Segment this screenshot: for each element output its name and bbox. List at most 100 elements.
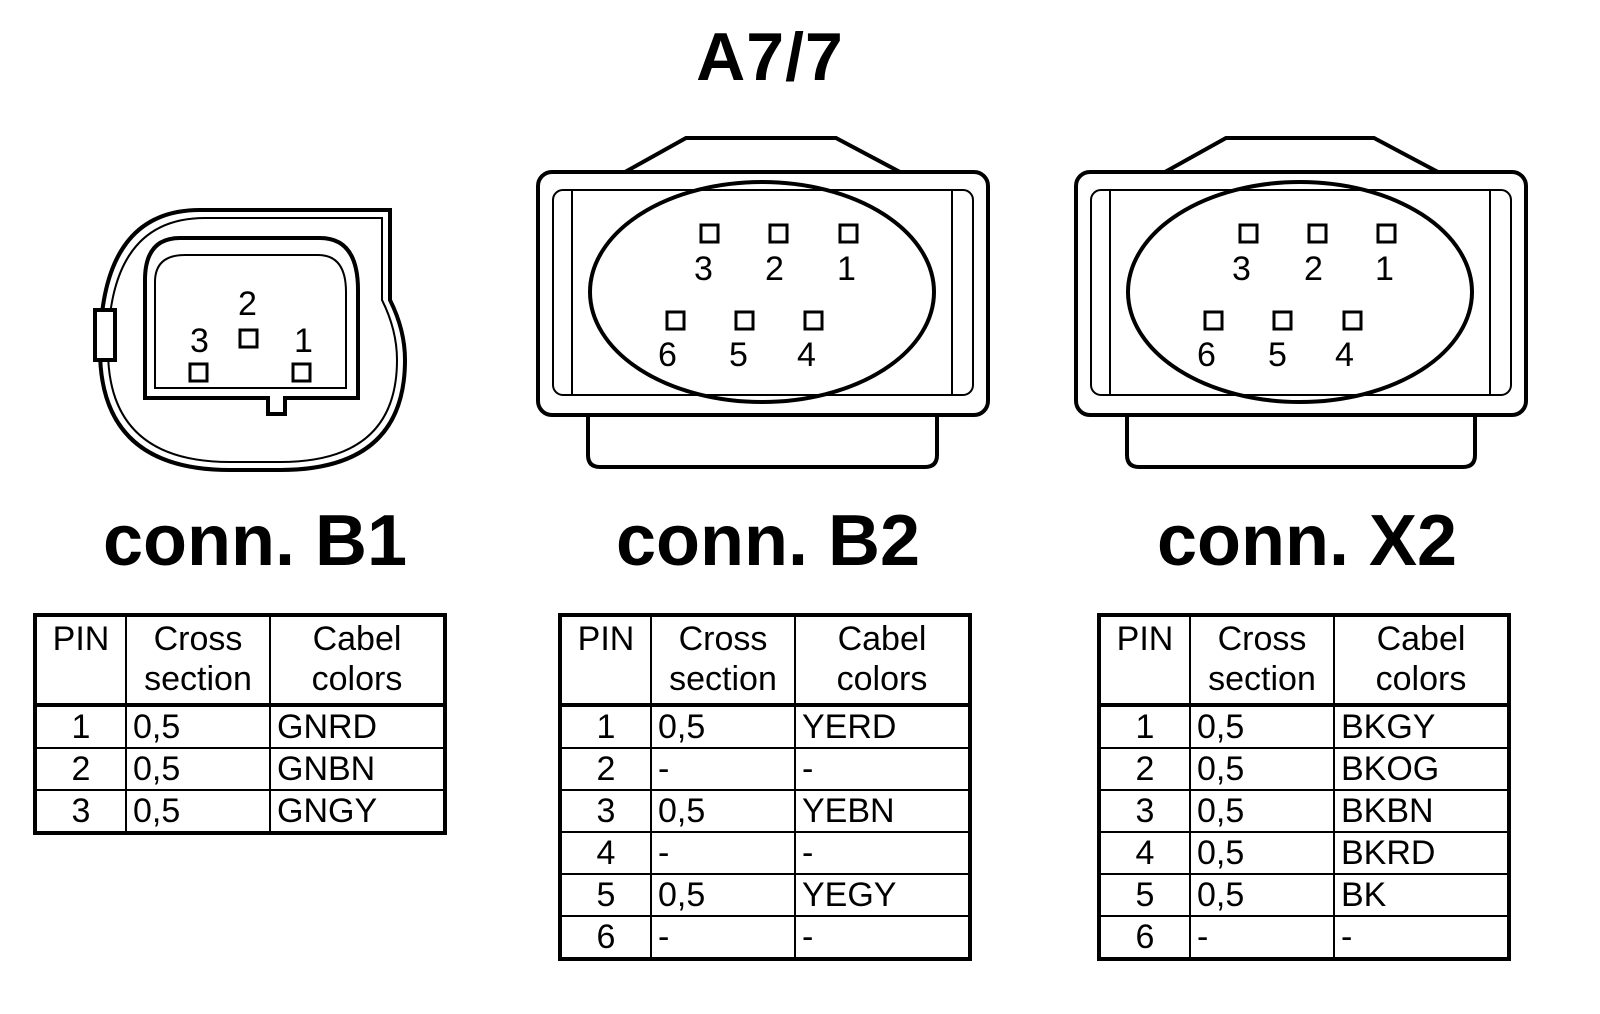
cable-color-cell: YEGY xyxy=(794,873,971,917)
cross-section-cell: 0,5 xyxy=(650,789,796,833)
cross-section-cell: 0,5 xyxy=(125,747,271,791)
diagram-title: A7/7 xyxy=(696,19,844,95)
header-pin: PIN xyxy=(559,614,652,706)
cable-color-cell: GNRD xyxy=(269,704,446,749)
b2-pin-label: 5 xyxy=(729,336,748,374)
cross-section-cell: 0,5 xyxy=(125,789,271,834)
cable-color-cell: BKOG xyxy=(1333,747,1510,791)
cable-color-cell: BKGY xyxy=(1333,704,1510,749)
x2-pin-label: 3 xyxy=(1232,250,1251,288)
x2-pin-label: 2 xyxy=(1304,250,1323,288)
cross-section-cell: 0,5 xyxy=(1189,873,1335,917)
cross-section-cell: - xyxy=(650,915,796,960)
header-cable-colors: Cabel colors xyxy=(794,614,971,706)
connector-b2-pin-labels: 3 2 1 6 5 4 xyxy=(658,250,856,374)
table-row: 6-- xyxy=(559,915,971,960)
cross-section-cell: 0,5 xyxy=(1189,704,1335,749)
cross-section-cell: - xyxy=(650,831,796,875)
cable-color-cell: YEBN xyxy=(794,789,971,833)
pin-cell: 2 xyxy=(1098,747,1191,791)
header-cable-colors: Cabel colors xyxy=(269,614,446,706)
header-cross-section: Cross section xyxy=(1189,614,1335,706)
connector-x2-pin-labels: 3 2 1 6 5 4 xyxy=(1197,250,1394,374)
cross-section-cell: - xyxy=(650,747,796,791)
x2-pin-1 xyxy=(1376,223,1397,244)
b1-pin-3 xyxy=(188,362,209,383)
b2-pin-label: 2 xyxy=(765,250,784,288)
b2-pin-label: 4 xyxy=(797,336,816,374)
header-cable-colors: Cabel colors xyxy=(1333,614,1510,706)
pin-cell: 3 xyxy=(1098,789,1191,833)
x2-pin-label: 4 xyxy=(1335,336,1354,374)
b2-pin-4 xyxy=(803,310,824,331)
connector-b2-label: conn. B2 xyxy=(615,501,921,581)
cable-color-cell: BK xyxy=(1333,873,1510,917)
pin-cell: 6 xyxy=(559,915,652,960)
cross-section-cell: 0,5 xyxy=(650,704,796,749)
connector-b1-pin-labels: 1 2 3 xyxy=(190,285,313,360)
header-pin: PIN xyxy=(1098,614,1191,706)
table-row: 4-- xyxy=(559,831,971,875)
pin-cell: 4 xyxy=(559,831,652,875)
cross-section-cell: 0,5 xyxy=(650,873,796,917)
x2-pin-label: 1 xyxy=(1375,250,1394,288)
cross-section-cell: 0,5 xyxy=(1189,831,1335,875)
b2-pin-5 xyxy=(734,310,755,331)
connector-b2-drawing xyxy=(536,136,990,469)
pin-cell: 6 xyxy=(1098,915,1191,960)
b2-pin-label: 1 xyxy=(837,250,856,288)
connector-x2-label: conn. X2 xyxy=(1156,501,1458,581)
b2-pin-label: 6 xyxy=(658,336,677,374)
connector-b1-drawing xyxy=(93,208,408,472)
pin-cell: 1 xyxy=(34,704,127,749)
x2-pin-label: 6 xyxy=(1197,336,1216,374)
cable-color-cell: GNBN xyxy=(269,747,446,791)
b2-pin-6 xyxy=(665,310,686,331)
connector-drawings: 1 2 3 3 2 1 6 5 4 xyxy=(93,136,1528,472)
x2-pin-label: 5 xyxy=(1268,336,1287,374)
x2-pin-6 xyxy=(1203,310,1224,331)
cable-color-cell: - xyxy=(794,831,971,875)
header-pin: PIN xyxy=(34,614,127,706)
header-cross-section: Cross section xyxy=(125,614,271,706)
x2-pin-4 xyxy=(1342,310,1363,331)
cross-section-cell: 0,5 xyxy=(1189,789,1335,833)
cable-color-cell: GNGY xyxy=(269,789,446,834)
table-row: 6-- xyxy=(1098,915,1510,960)
table-header-row: PIN Cross section Cabel colors xyxy=(559,614,971,706)
cable-color-cell: - xyxy=(1333,915,1510,960)
b2-pin-2 xyxy=(768,223,789,244)
cross-section-cell: 0,5 xyxy=(125,704,271,749)
x2-pin-3 xyxy=(1238,223,1259,244)
pin-cell: 2 xyxy=(34,747,127,791)
cable-color-cell: - xyxy=(794,915,971,960)
cross-section-cell: - xyxy=(1189,915,1335,960)
pin-cell: 5 xyxy=(559,873,652,917)
pin-cell: 4 xyxy=(1098,831,1191,875)
connector-b1-label: conn. B1 xyxy=(102,501,408,581)
pin-cell: 3 xyxy=(34,789,127,834)
table-header-row: PIN Cross section Cabel colors xyxy=(34,614,446,706)
b2-pin-label: 3 xyxy=(694,250,713,288)
pin-cell: 5 xyxy=(1098,873,1191,917)
header-cross-section: Cross section xyxy=(650,614,796,706)
pin-cell: 1 xyxy=(1098,704,1191,749)
b2-pin-1 xyxy=(838,223,859,244)
cable-color-cell: BKBN xyxy=(1333,789,1510,833)
x2-pin-5 xyxy=(1272,310,1293,331)
cable-color-cell: BKRD xyxy=(1333,831,1510,875)
x2-pin-2 xyxy=(1307,223,1328,244)
